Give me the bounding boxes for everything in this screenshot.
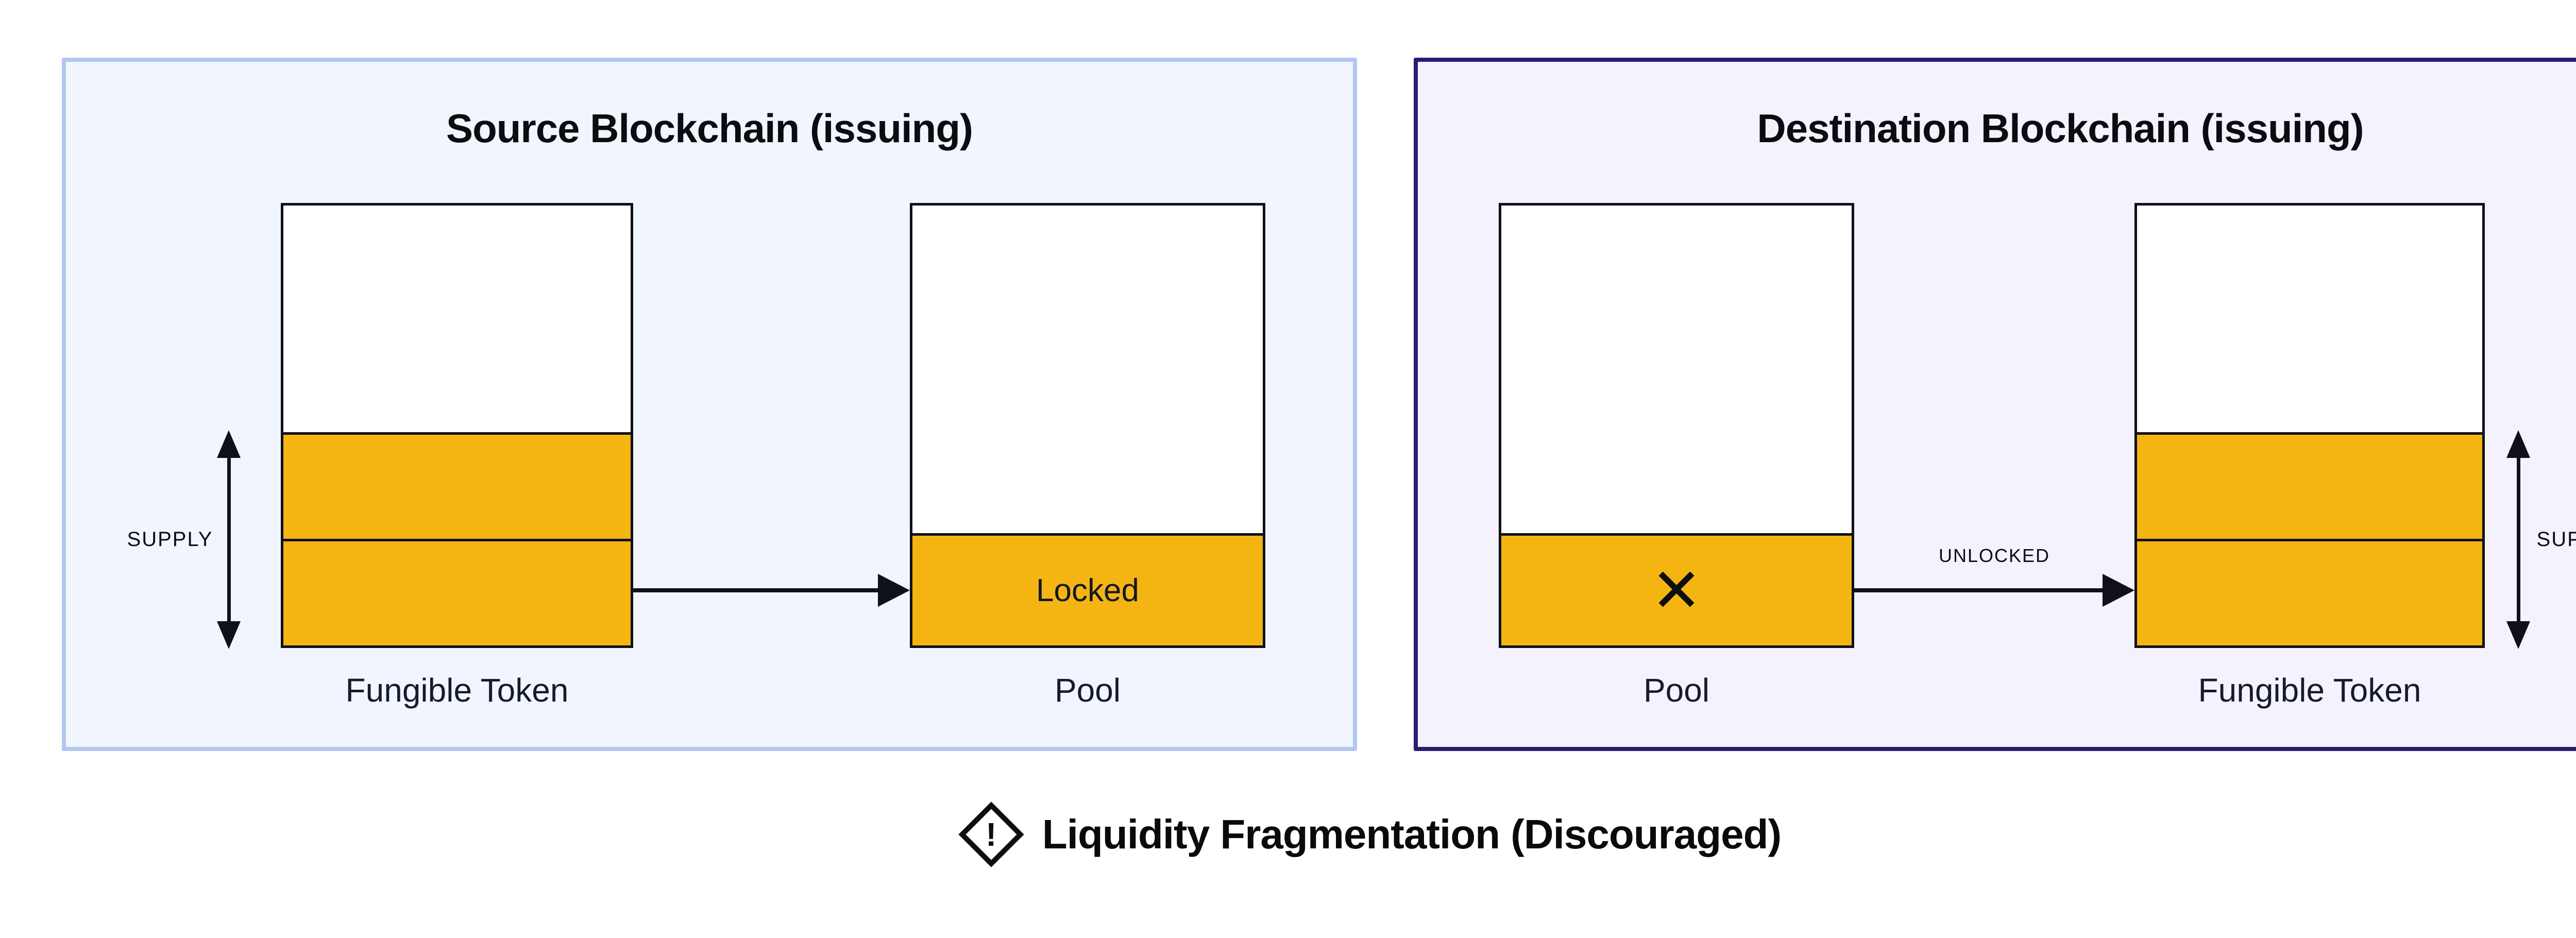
source-pool-box: Locked [910,203,1265,648]
source-token-label: Fungible Token [345,672,569,709]
source-blockchain-panel: Source Blockchain (issuing) SUPPLY Fungi… [62,58,1357,751]
arrow-up-icon [217,430,241,458]
blocked-pool-section: ✕ [1501,533,1852,645]
source-pool-label: Pool [1054,672,1121,709]
destination-pool-label: Pool [1643,672,1710,709]
arrow-line [633,588,878,592]
warning-diamond-icon: ! [958,801,1024,867]
blocked-x-icon: ✕ [1651,556,1702,625]
arrow-line [227,456,231,623]
locked-section: Locked [912,533,1263,645]
locked-label: Locked [1036,573,1139,608]
destination-fungible-token-box [2134,203,2485,648]
arrow-down-icon [2506,621,2530,649]
arrow-right-icon [878,574,910,607]
arrow-down-icon [217,621,241,649]
source-supply-label: SUPPLY [127,528,213,551]
source-fungible-token-box [281,203,633,648]
arrow-line [1854,588,2103,592]
token-section-divider [283,539,631,541]
destination-supply-label: SUPPLY [2536,528,2576,551]
destination-token-label: Fungible Token [2198,672,2421,709]
unlocked-label: UNLOCKED [1938,545,2050,566]
arrow-line [2517,456,2520,623]
exclamation-icon: ! [986,815,997,853]
source-panel-title: Source Blockchain (issuing) [446,106,973,151]
destination-blockchain-panel: Destination Blockchain (issuing) ✕ Pool … [1414,58,2576,751]
caption-text: Liquidity Fragmentation (Discouraged) [1042,811,1782,857]
arrow-right-icon [2103,574,2134,607]
arrow-up-icon [2506,430,2530,458]
destination-pool-box: ✕ [1499,203,1854,648]
warning-caption: ! Liquidity Fragmentation (Discouraged) [0,789,2576,879]
destination-panel-title: Destination Blockchain (issuing) [1757,106,2364,151]
token-section-divider [2137,539,2482,541]
